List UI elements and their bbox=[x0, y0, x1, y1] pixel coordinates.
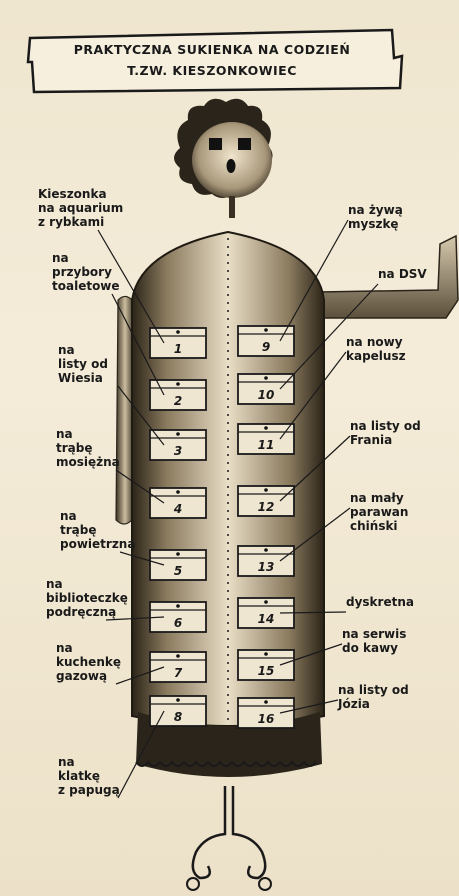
right-eye-icon bbox=[238, 138, 251, 150]
pocket-label-line: kuchenkę bbox=[56, 655, 121, 669]
pocket-number: 6 bbox=[174, 616, 182, 630]
pocket-label-line: biblioteczkę bbox=[46, 591, 128, 605]
pocket: 4 bbox=[150, 488, 206, 518]
pocket-label-line: na żywą bbox=[348, 203, 403, 217]
pocket-label: Kieszonkana aquariumz rybkami bbox=[38, 187, 123, 229]
pocket-label-line: powietrzną bbox=[60, 537, 135, 551]
pocket-label: dyskretna bbox=[346, 595, 414, 609]
pocket-label-line: z papugą bbox=[58, 783, 120, 797]
pocket-label-line: trąbę bbox=[60, 523, 96, 537]
pocket-label-line: klatkę bbox=[58, 769, 100, 783]
pocket-number: 16 bbox=[258, 712, 275, 726]
pocket-label-line: Kieszonka bbox=[38, 187, 107, 201]
pocket-label-line: na serwis bbox=[342, 627, 406, 641]
pocket-label-line: myszkę bbox=[348, 217, 399, 231]
pocket-label-line: na bbox=[58, 755, 75, 769]
pocket-label-line: mosiężną bbox=[56, 455, 120, 469]
head bbox=[174, 99, 273, 218]
pocket-label-line: na nowy bbox=[346, 335, 403, 349]
pocket-number: 11 bbox=[258, 438, 275, 452]
pocket-label-line: podręczną bbox=[46, 605, 116, 619]
pocket-number: 7 bbox=[174, 666, 183, 680]
pocket-label-line: Frania bbox=[350, 433, 392, 447]
title-line-1: PRAKTYCZNA SUKIENKA NA CODZIEŃ bbox=[74, 42, 351, 57]
pocket-number: 13 bbox=[258, 560, 275, 574]
pocket-label-line: na listy od bbox=[338, 683, 409, 697]
pocket-label-line: Wiesia bbox=[58, 371, 103, 385]
pocket-label: nalisty odWiesia bbox=[58, 343, 108, 385]
pocket-label: na DSV bbox=[378, 267, 427, 281]
feet bbox=[187, 786, 271, 890]
pocket-label-line: na DSV bbox=[378, 267, 427, 281]
pocket-label-line: kapelusz bbox=[346, 349, 406, 363]
pocket-label: na serwisdo kawy bbox=[342, 627, 406, 655]
pocket-label-line: na bbox=[46, 577, 63, 591]
pocket-number: 2 bbox=[174, 394, 182, 408]
pocket-number: 9 bbox=[262, 340, 270, 354]
pocket-label-line: parawan bbox=[350, 505, 408, 519]
pocket-label-line: Józia bbox=[337, 697, 370, 711]
pocket-number: 8 bbox=[174, 710, 182, 724]
pocket-label-line: na bbox=[56, 641, 73, 655]
pocket: 10 bbox=[238, 374, 294, 404]
pocket: 5 bbox=[150, 550, 206, 580]
pocket-number: 14 bbox=[258, 612, 275, 626]
pocket-label-line: trąbę bbox=[56, 441, 92, 455]
pocket: 3 bbox=[150, 430, 206, 460]
mouth-icon bbox=[227, 159, 236, 173]
left-eye-icon bbox=[209, 138, 222, 150]
pocket: 7 bbox=[150, 652, 206, 682]
pocket-number: 10 bbox=[258, 388, 275, 402]
pocket: 12 bbox=[238, 486, 294, 516]
pocket-label-line: gazową bbox=[56, 669, 107, 683]
pocket-number: 4 bbox=[173, 502, 182, 516]
title-line-2: T.ZW. KIESZONKOWIEC bbox=[127, 63, 297, 78]
pocket-number: 12 bbox=[258, 500, 275, 514]
pocket-label-line: do kawy bbox=[342, 641, 398, 655]
pocket-label-line: na listy od bbox=[350, 419, 421, 433]
pocket-label-line: na bbox=[52, 251, 69, 265]
pocket: 16 bbox=[238, 698, 294, 728]
pocket-label-line: przybory bbox=[52, 265, 112, 279]
pocket-label-line: dyskretna bbox=[346, 595, 414, 609]
pocket-label-line: z rybkami bbox=[38, 215, 104, 229]
pocket-label-line: na aquarium bbox=[38, 201, 123, 215]
pocket-label-line: na mały bbox=[350, 491, 404, 505]
pocket: 15 bbox=[238, 650, 294, 680]
pocket-number: 5 bbox=[174, 564, 182, 578]
title-banner: PRAKTYCZNA SUKIENKA NA CODZIEŃ T.ZW. KIE… bbox=[28, 30, 402, 92]
pocket-number: 3 bbox=[174, 444, 182, 458]
pocket-number: 1 bbox=[174, 342, 182, 356]
pocket-label-line: chiński bbox=[350, 519, 398, 533]
pocket-label-line: na bbox=[56, 427, 73, 441]
pocket-label-line: na bbox=[58, 343, 75, 357]
pocket: 13 bbox=[238, 546, 294, 576]
pocket-number: 15 bbox=[258, 664, 275, 678]
pocket-label-line: listy od bbox=[58, 357, 108, 371]
pocket-label-line: na bbox=[60, 509, 77, 523]
pocket-label-line: toaletowe bbox=[52, 279, 120, 293]
pocket: 11 bbox=[238, 424, 294, 454]
